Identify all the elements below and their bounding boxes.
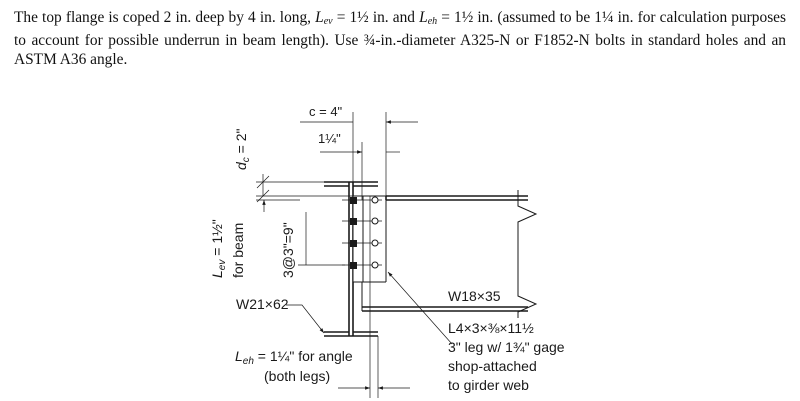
- angle-note-line-3: shop-attached: [448, 358, 537, 374]
- para-text-1: The top flange is coped 2 in. deep by 4 …: [14, 9, 316, 26]
- bolt-spacing-dimension: 3@3"=9": [280, 212, 345, 278]
- setback-dimension: 1¼": [318, 131, 400, 200]
- lev-label-line2: for beam: [230, 223, 246, 278]
- girder-label: W21×62: [236, 296, 289, 312]
- leh-label: Leh = 1¼" for angle: [235, 348, 353, 367]
- para-text-3: = 1½ in. (assumed to be 1¼ in. for calcu…: [14, 9, 787, 68]
- lev-symbol: L: [315, 9, 324, 26]
- leh-label-line2: (both legs): [264, 368, 330, 384]
- angle-note-line-2: 3" leg w/ 1¾" gage: [448, 339, 565, 355]
- para-text-2: = 1½ in. and: [332, 9, 420, 26]
- beam-label: W18×35: [448, 288, 501, 304]
- leh-symbol: L: [419, 9, 428, 26]
- cope-length-dimension: c = 4": [300, 104, 418, 196]
- angle-note-line-1: L4×3×⅜×11½: [448, 320, 534, 336]
- angle-callout: L4×3×⅜×11½ 3" leg w/ 1¾" gage shop-attac…: [387, 271, 565, 393]
- leh-subscript: eh: [427, 16, 438, 27]
- leh-dimension: Leh = 1¼" for angle (both legs): [235, 282, 410, 398]
- girder-callout: W21×62: [236, 296, 325, 334]
- angle-note-line-4: to girder web: [448, 377, 529, 393]
- cope-depth-dimension: dc = 2": [233, 128, 353, 203]
- bolt-spacing-label: 3@3"=9": [280, 222, 296, 278]
- lev-dimension: Lev = 1½" for beam: [209, 199, 300, 278]
- cope-length-label: c = 4": [309, 104, 343, 119]
- problem-paragraph: The top flange is coped 2 in. deep by 4 …: [14, 8, 786, 69]
- setback-label: 1¼": [318, 131, 341, 146]
- lev-label: Lev = 1½": [209, 219, 228, 278]
- cope-depth-label: dc = 2": [233, 128, 252, 170]
- lev-subscript: ev: [323, 16, 333, 27]
- clip-angle: [352, 195, 387, 283]
